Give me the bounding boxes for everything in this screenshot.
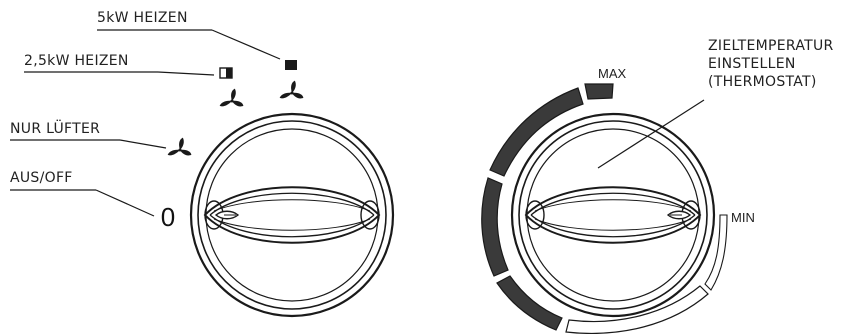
label-min: MIN (731, 210, 755, 225)
fan-icon (219, 88, 244, 107)
label-heat-25kw: 2,5kW HEIZEN (24, 53, 129, 69)
label-heat-5kw: 5kW HEIZEN (97, 10, 188, 26)
filled-square-icon (285, 60, 297, 70)
leader-line (119, 139, 167, 149)
fan-icon (279, 80, 304, 99)
leader-line (95, 189, 155, 217)
temperature-scale (481, 83, 728, 334)
label-target-temperature-line3: (THERMOSTAT) (708, 74, 817, 90)
fan-icon (167, 137, 192, 156)
leader-line (211, 29, 281, 60)
label-off: AUS/OFF (10, 170, 73, 186)
half-square-icon (219, 67, 233, 79)
leader-line (597, 99, 705, 169)
power-selector-knob[interactable] (189, 112, 395, 318)
label-max: MAX (598, 66, 627, 81)
off-position-symbol: 0 (161, 202, 175, 232)
label-target-temperature-line2: EINSTELLEN (708, 56, 796, 72)
thermostat-knob[interactable] (510, 112, 716, 318)
label-fan-only: NUR LÜFTER (10, 119, 100, 137)
label-target-temperature-line1: ZIELTEMPERATUR (708, 38, 834, 54)
leader-line (157, 71, 215, 76)
